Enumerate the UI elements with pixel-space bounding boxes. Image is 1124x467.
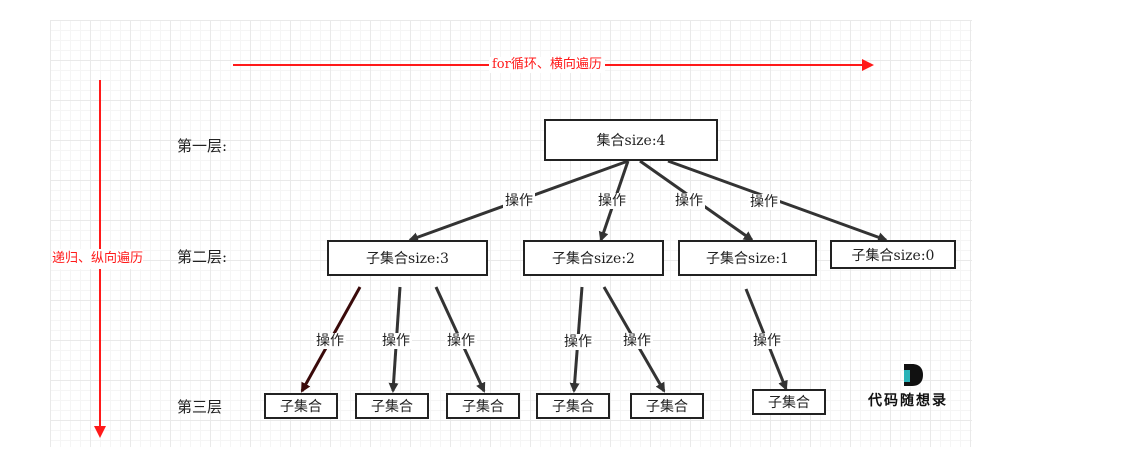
level-label-1: 第一层: xyxy=(177,137,228,155)
level2-node: 子集合size:2 xyxy=(523,240,664,276)
edge-label: 操作 xyxy=(314,333,346,349)
level-label-2: 第二层: xyxy=(177,248,228,266)
level3-node: 子集合 xyxy=(446,393,520,419)
edge-label: 操作 xyxy=(445,333,477,349)
level2-node: 子集合size:1 xyxy=(678,240,817,276)
level3-node: 子集合 xyxy=(355,393,429,419)
edge-label: 操作 xyxy=(673,193,705,209)
level3-node: 子集合 xyxy=(536,393,610,419)
edge-label: 操作 xyxy=(596,193,628,209)
logo-text: 代码随想录 xyxy=(868,393,948,409)
edge-label: 操作 xyxy=(503,193,535,209)
logo: 代码随想录 xyxy=(860,360,950,412)
edge-label: 操作 xyxy=(748,194,780,210)
level-label-3: 第三层 xyxy=(177,398,223,416)
logo-d-icon xyxy=(904,364,923,386)
grid-background xyxy=(50,20,972,447)
level2-node: 子集合size:3 xyxy=(327,240,488,276)
vertical-axis-label: 递归、纵向遍历 xyxy=(52,249,144,269)
root-node: 集合size:4 xyxy=(544,119,718,161)
edge-label: 操作 xyxy=(621,333,653,349)
level3-node: 子集合 xyxy=(264,393,338,419)
edge-label: 操作 xyxy=(562,334,594,350)
level2-node: 子集合size:0 xyxy=(830,240,956,269)
edge-label: 操作 xyxy=(751,333,783,349)
level3-node: 子集合 xyxy=(630,393,704,419)
horizontal-axis-label: for循环、横向遍历 xyxy=(489,57,605,73)
level3-node: 子集合 xyxy=(752,389,826,415)
edge-label: 操作 xyxy=(380,333,412,349)
